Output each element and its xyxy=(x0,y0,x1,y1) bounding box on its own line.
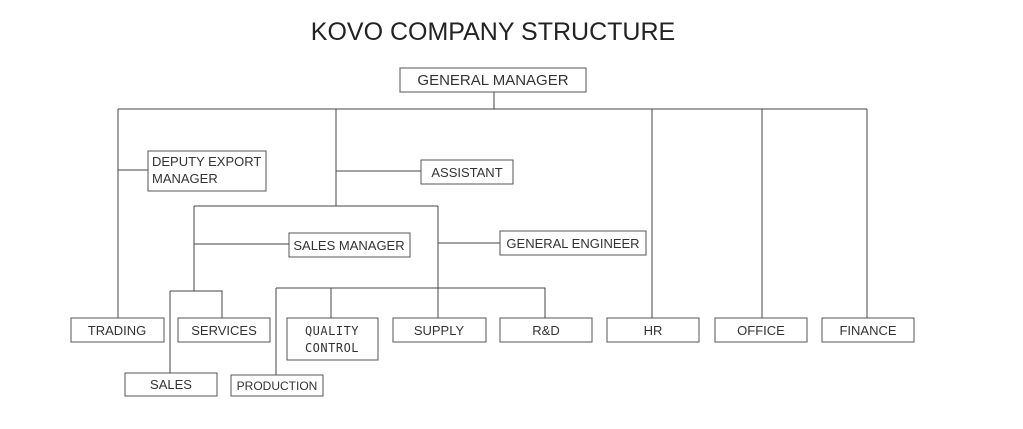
node-label: SALES MANAGER xyxy=(293,238,404,253)
node-quality-control: QUALITY CONTROL xyxy=(286,317,379,361)
node-hr: HR xyxy=(606,317,700,343)
node-general-manager: GENERAL MANAGER xyxy=(399,67,587,93)
node-label: HR xyxy=(644,323,663,338)
node-services: SERVICES xyxy=(177,317,271,343)
node-sales-manager: SALES MANAGER xyxy=(288,232,411,258)
node-label: GENERAL MANAGER xyxy=(417,72,568,89)
node-label: PRODUCTION xyxy=(237,379,318,393)
node-label: TRADING xyxy=(88,323,147,338)
node-trading: TRADING xyxy=(70,317,165,343)
node-label: SALES xyxy=(150,377,192,392)
node-general-engineer: GENERAL ENGINEER xyxy=(499,230,647,256)
node-supply: SUPPLY xyxy=(392,317,487,343)
node-label-line-2: CONTROL xyxy=(305,341,359,355)
node-label: R&D xyxy=(532,323,559,338)
node-deputy-export-manager: DEPUTY EXPORT MANAGER xyxy=(147,150,267,192)
connector-lines xyxy=(117,92,868,375)
chart-title: KOVO COMPANY STRUCTURE xyxy=(311,18,675,46)
node-label: SERVICES xyxy=(191,323,257,338)
node-label: GENERAL ENGINEER xyxy=(506,236,639,251)
node-finance: FINANCE xyxy=(821,317,915,343)
node-label: FINANCE xyxy=(839,323,896,338)
node-label: OFFICE xyxy=(737,323,785,338)
node-office: OFFICE xyxy=(714,317,808,343)
node-label: SUPPLY xyxy=(414,323,465,338)
node-label: ASSISTANT xyxy=(431,165,502,180)
node-label-line-1: DEPUTY EXPORT xyxy=(152,154,261,169)
node-sales: SALES xyxy=(124,372,218,397)
node-production: PRODUCTION xyxy=(230,374,324,397)
node-label-line-1: QUALITY xyxy=(305,324,359,338)
node-assistant: ASSISTANT xyxy=(420,159,514,185)
node-rnd: R&D xyxy=(499,317,593,343)
node-label-line-2: MANAGER xyxy=(152,171,218,186)
